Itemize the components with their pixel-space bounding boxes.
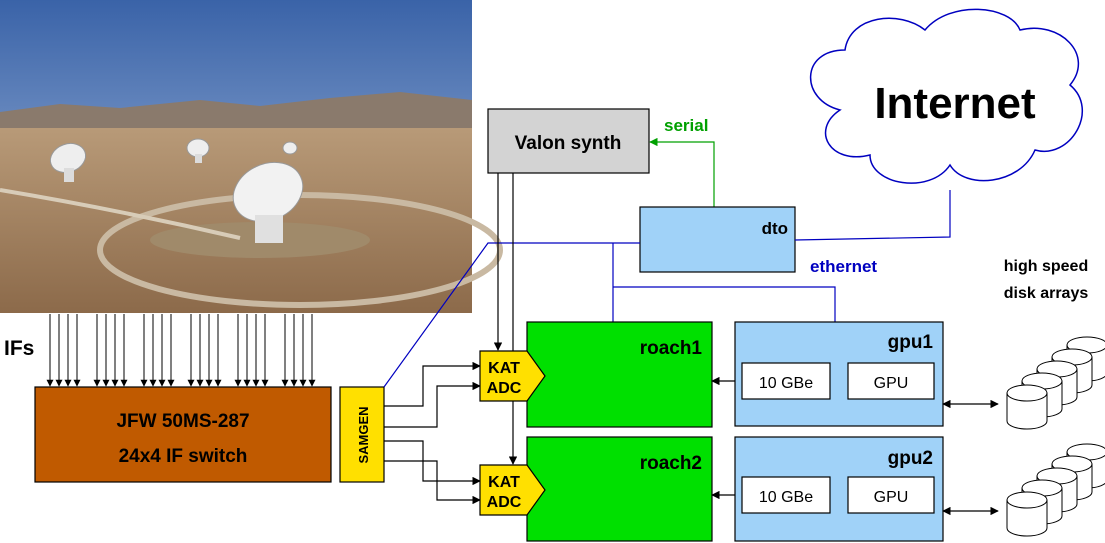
internet-cloud: Internet xyxy=(809,8,1083,184)
radio-telescope-photo xyxy=(0,0,503,313)
adc2-line1: KAT xyxy=(488,474,520,491)
roach1-box: roach1 xyxy=(526,321,713,428)
adc1-line2: ADC xyxy=(487,380,522,397)
dish-icon xyxy=(186,138,210,163)
disk-array-2 xyxy=(1006,443,1105,537)
samgen-adc-links xyxy=(384,361,481,505)
roach2-label: roach2 xyxy=(640,453,702,474)
gpu1-gpu-label: GPU xyxy=(874,375,909,392)
ifs-label: IFs xyxy=(4,337,34,360)
kat-adc-1: KAT ADC xyxy=(479,350,546,402)
ethernet-label: ethernet xyxy=(810,257,877,276)
adc1-line1: KAT xyxy=(488,360,520,377)
dish-icon xyxy=(49,142,87,182)
switch-type-label: 24x4 IF switch xyxy=(119,446,248,467)
gpu2-label: gpu2 xyxy=(888,448,933,469)
gpu2-box: gpu2 10 GBe GPU xyxy=(734,436,944,542)
gpu2-gpu-label: GPU xyxy=(874,489,909,506)
roach2-box: roach2 xyxy=(526,436,713,542)
disk-icon xyxy=(1006,384,1048,430)
ethernet-links xyxy=(383,190,951,388)
internet-label: Internet xyxy=(874,79,1036,128)
gpu1-gbe-label: 10 GBe xyxy=(759,375,813,392)
disk-label-line1: high speed xyxy=(1004,258,1088,275)
switch-model-label: JFW 50MS-287 xyxy=(116,411,249,432)
if-input-arrows xyxy=(46,314,316,387)
roach1-label: roach1 xyxy=(640,338,703,359)
samgen-box: SAMGEN xyxy=(339,386,385,483)
adc2-line2: ADC xyxy=(487,494,522,511)
kat-adc-2: KAT ADC xyxy=(479,464,546,516)
disk-label-line2: disk arrays xyxy=(1004,285,1089,302)
gpu2-gbe-label: 10 GBe xyxy=(759,489,813,506)
dish-icon xyxy=(232,161,304,243)
disk-array-1 xyxy=(1006,336,1105,430)
samgen-label: SAMGEN xyxy=(356,406,371,463)
valon-synth-box: Valon synth xyxy=(487,108,650,174)
dto-label: dto xyxy=(762,219,788,238)
disk-icon xyxy=(1006,491,1048,537)
dish-icon xyxy=(282,141,298,155)
serial-label: serial xyxy=(664,116,708,135)
dto-box: dto xyxy=(639,206,796,273)
if-switch-box: JFW 50MS-287 24x4 IF switch xyxy=(34,386,332,483)
gpu1-box: gpu1 10 GBe GPU xyxy=(734,321,944,427)
gpu1-label: gpu1 xyxy=(888,332,934,353)
valon-label: Valon synth xyxy=(515,133,622,154)
